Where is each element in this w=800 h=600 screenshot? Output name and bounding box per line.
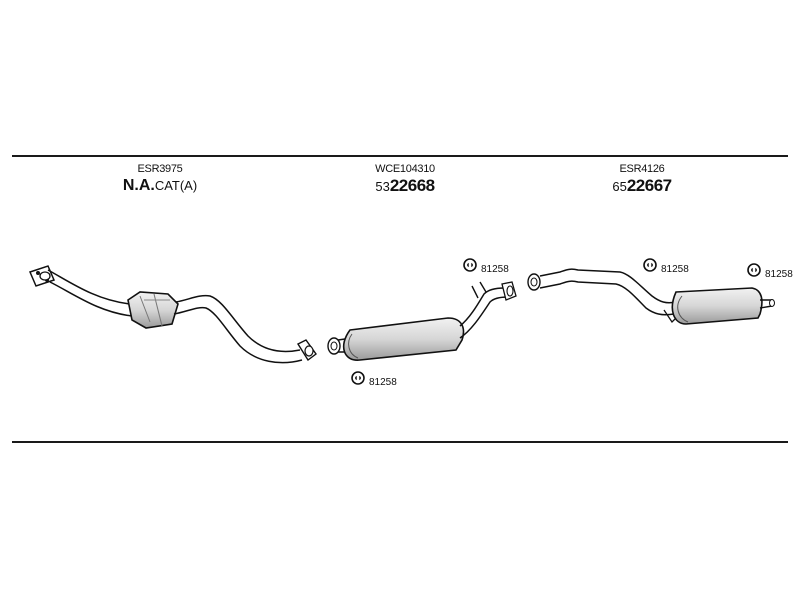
hanger-part-number: 81258: [369, 377, 397, 388]
part-number-suffix: CAT(A): [154, 178, 198, 193]
hanger-callout: 81258: [463, 258, 509, 275]
hanger-part-number: 81258: [661, 264, 689, 275]
part-code: WCE104310: [375, 163, 435, 175]
hanger-rubber-icon: [351, 371, 365, 385]
hanger-part-number: 81258: [481, 264, 509, 275]
part-number-main: 22668: [389, 176, 435, 195]
part-label-rear-silencer: ESR4126 6522667: [612, 163, 672, 196]
rear-silencer-assembly: [527, 268, 775, 325]
hanger-rubber-icon: [643, 258, 657, 272]
part-number-main: N.A.: [122, 177, 155, 194]
hanger-callout: 81258: [643, 258, 689, 275]
part-label-front-pipe: ESR3975 N.A.CAT(A): [123, 163, 197, 195]
catalytic-converter: [127, 291, 179, 329]
hanger-part-number: 81258: [765, 269, 793, 280]
part-number: 5322668: [375, 177, 435, 196]
hanger-rubber-icon: [747, 263, 761, 277]
part-code: ESR3975: [137, 163, 183, 175]
front-pipe-with-catalyst: [28, 265, 317, 364]
hanger-callout: 81258: [747, 263, 793, 280]
part-number-prefix: 65: [612, 179, 627, 194]
inlet-flange: [28, 265, 56, 287]
rear-silencer-body: [671, 287, 763, 325]
center-silencer-body: [342, 317, 465, 361]
part-label-center-silencer: WCE104310 5322668: [375, 163, 435, 196]
outlet-flange: [296, 339, 317, 362]
center-silencer-assembly: [327, 281, 517, 361]
part-number: 6522667: [612, 176, 672, 196]
hanger-rubber-icon: [463, 258, 477, 272]
hanger-callout: 81258: [351, 371, 397, 388]
part-number-prefix: 53: [375, 179, 390, 194]
part-number: N.A.CAT(A): [123, 177, 197, 195]
bottom-divider-line: [12, 441, 788, 443]
part-code: ESR4126: [619, 163, 665, 175]
part-number-main: 22667: [626, 176, 672, 195]
top-divider-line: [12, 155, 788, 157]
